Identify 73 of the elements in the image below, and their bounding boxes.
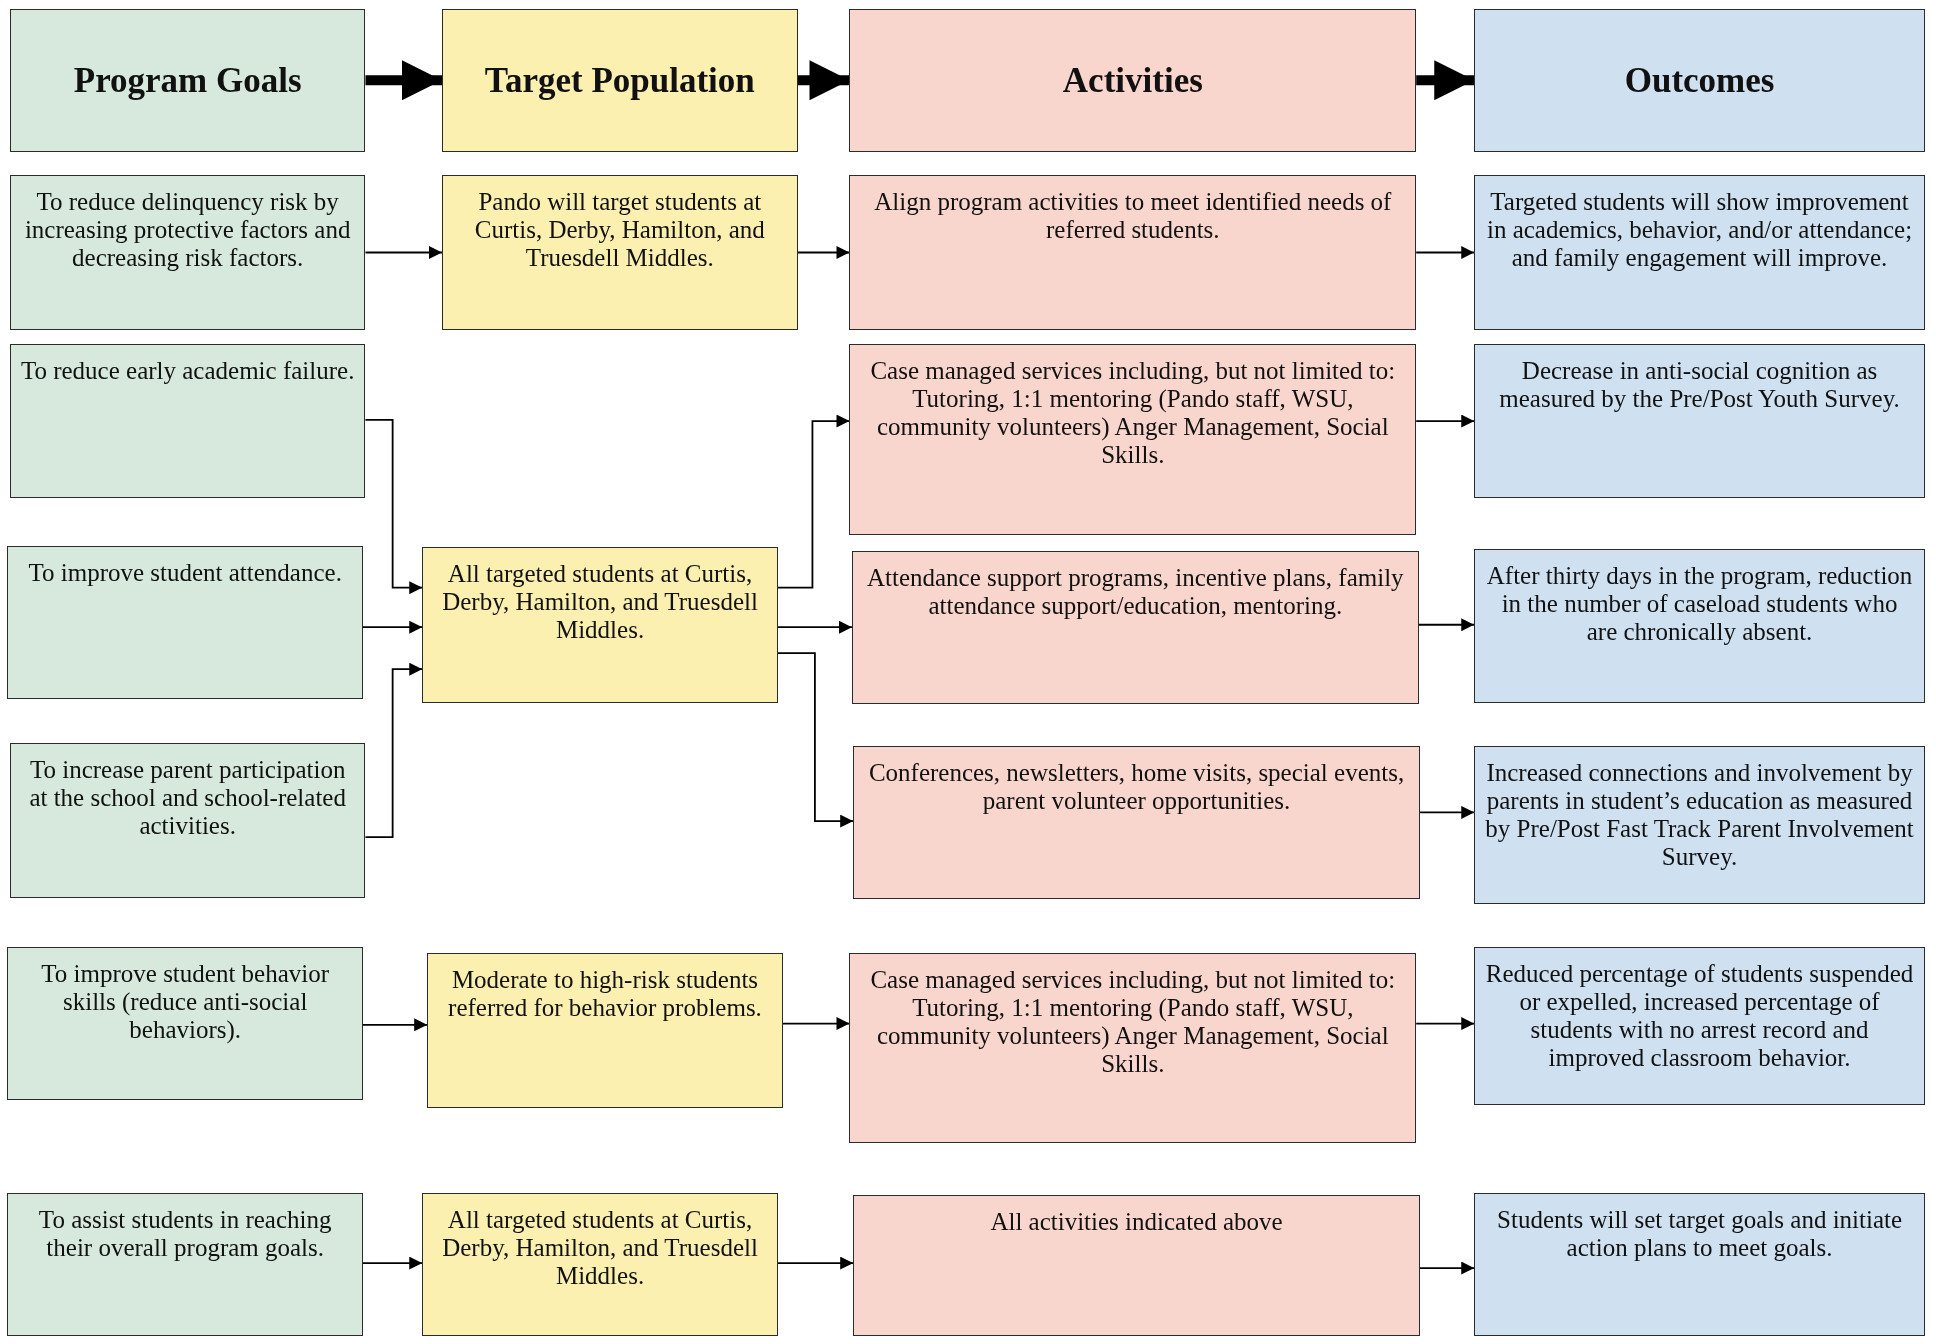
box-text: To assist students in reaching their overall program goals. <box>37 1205 333 1262</box>
process-box <box>9 175 366 330</box>
box-text: Moderate to high-risk students referred for behavior problems. <box>447 966 763 1023</box>
column-header-box <box>9 8 366 152</box>
process-box <box>1474 175 1925 330</box>
box-text: Pando will target students at Curtis, Derby, Hamilton, and Truesdell Middles. <box>473 188 766 273</box>
arrow <box>1415 1017 1476 1031</box>
process-box <box>849 344 1417 535</box>
process-box <box>442 175 798 330</box>
process-box <box>422 546 778 703</box>
arrow <box>796 246 851 259</box>
arrow <box>776 1256 855 1270</box>
box-text: To improve student behavior skills (reduce anti-social behaviors). <box>40 960 331 1044</box>
box-text: To increase parent participation at the school and school-related activities. <box>28 756 347 841</box>
box-text: All targeted students at Curtis, Derby, Hamilton, and Truesdell Middles. <box>441 559 759 644</box>
process-box <box>7 545 363 699</box>
column-header-box <box>849 8 1417 152</box>
box-text: All targeted students at Curtis, Derby, Hamilton, and Truesdell Middles. <box>441 1205 759 1290</box>
column-heading: Activities <box>1062 60 1203 100</box>
process-box <box>422 1192 778 1336</box>
box-text: All activities indicated above <box>990 1208 1283 1237</box>
column-header-box <box>442 8 798 152</box>
box-text: After thirty days in the program, reduction in the number of caseload students who are chronically absent. <box>1485 562 1914 647</box>
process-box <box>427 953 783 1108</box>
arrow <box>362 1018 429 1032</box>
arrow <box>1419 1261 1476 1275</box>
box-text: Conferences, newsletters, home visits, special events, parent volunteer opportunities. <box>867 758 1406 815</box>
arrow <box>781 1017 851 1031</box>
process-box <box>1474 745 1925 904</box>
box-text: Students will set target goals and initiate action plans to meet goals. <box>1496 1205 1904 1262</box>
arrow <box>776 652 855 828</box>
arrow <box>362 620 424 634</box>
process-box <box>7 947 363 1101</box>
arrow <box>1415 414 1476 428</box>
process-box <box>853 1195 1420 1336</box>
process-box <box>1474 344 1925 498</box>
column-header-box <box>1474 8 1925 152</box>
box-text: Increased connections and involvement by parents in student’s education as measured by Pre/Post Fast Track Parent Involvement Survey. <box>1485 758 1914 871</box>
box-text: Case managed services including, but not limited to: Tutoring, 1:1 mentoring (Pando staff, WSU, community volunteers) Anger Management, Social Skills. <box>869 966 1397 1079</box>
box-text: To reduce delinquency risk by increasing protective factors and decreasing risk factors. <box>23 188 352 273</box>
box-text: Align program activities to meet identified needs of referred students. <box>873 188 1393 245</box>
arrow <box>364 418 424 595</box>
box-text: To improve student attendance. <box>28 558 342 587</box>
process-box <box>1474 549 1925 703</box>
box-text: Attendance support programs, incentive plans, family attendance support/education, mentoring. <box>865 563 1405 620</box>
column-heading: Outcomes <box>1624 60 1775 100</box>
process-box <box>1474 1192 1925 1336</box>
box-text: Targeted students will show improvement in academics, behavior, and/or attendance; and family engagement will improve. <box>1485 188 1914 273</box>
thick-arrow <box>1416 60 1475 101</box>
process-box <box>851 550 1419 704</box>
process-box <box>7 1192 363 1336</box>
process-box <box>849 953 1417 1144</box>
process-box <box>9 743 366 898</box>
thick-arrow <box>797 60 850 101</box>
process-box <box>853 745 1420 899</box>
arrow <box>364 246 443 259</box>
arrow <box>364 662 424 838</box>
arrow <box>1415 246 1476 259</box>
arrow <box>776 620 853 634</box>
box-text: To reduce early academic failure. <box>20 357 355 386</box>
box-text: Decrease in anti-social cognition as measured by the Pre/Post Youth Survey. <box>1498 357 1901 414</box>
thick-arrow <box>365 60 442 101</box>
arrow <box>1419 805 1476 819</box>
box-text: Case managed services including, but not limited to: Tutoring, 1:1 mentoring (Pando staff, WSU, community volunteers) Anger Management, Social Skills. <box>869 357 1397 470</box>
arrow <box>776 414 851 589</box>
process-box <box>849 175 1417 330</box>
arrow <box>1417 618 1476 632</box>
arrow <box>362 1256 424 1270</box>
process-box <box>1474 947 1925 1106</box>
column-heading: Program Goals <box>73 60 302 100</box>
process-box <box>9 344 366 498</box>
box-text: Reduced percentage of students suspended or expelled, increased percentage of students with no arrest record and improved classroom behavior. <box>1485 960 1914 1072</box>
column-heading: Target Population <box>484 60 755 100</box>
